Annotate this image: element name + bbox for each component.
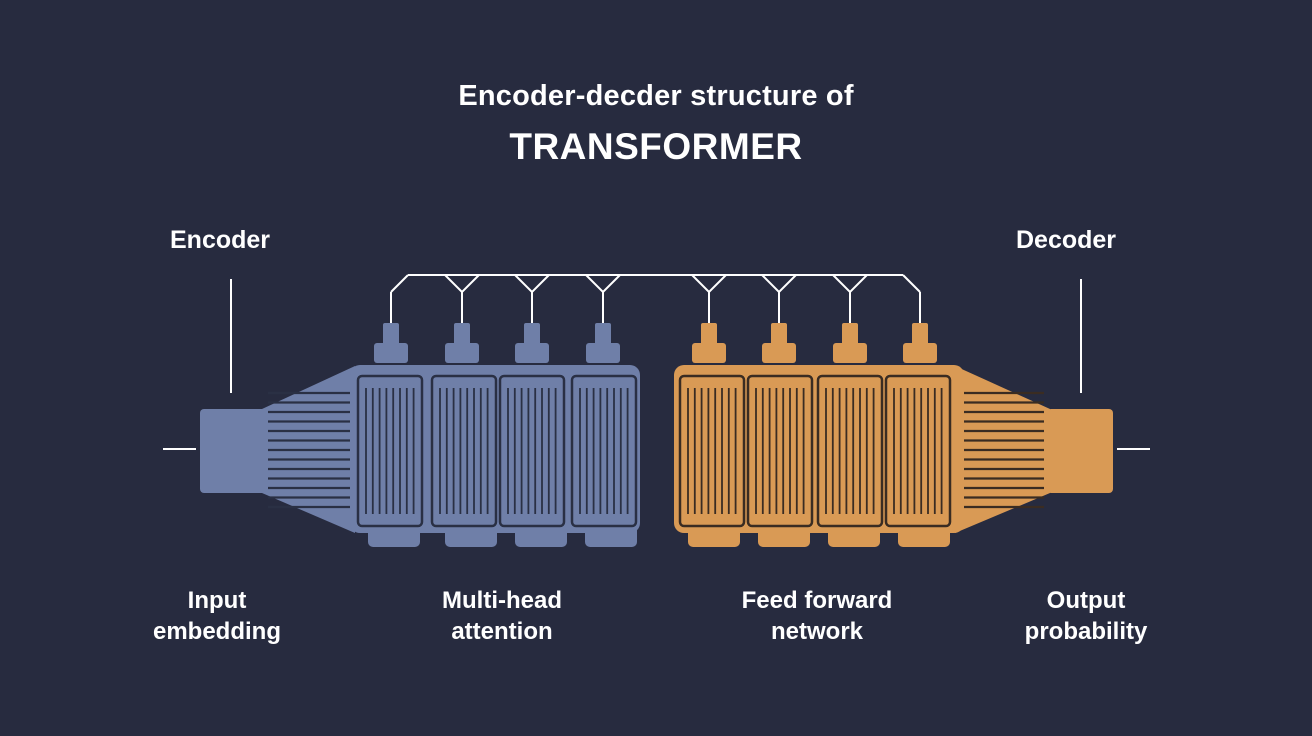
decoder-pin-base-3 (833, 343, 867, 363)
encoder-label: Encoder (170, 226, 271, 254)
decoder-module-1 (678, 374, 746, 528)
decoder-foot-2 (758, 525, 810, 547)
feed-forward-network-line2: network (770, 618, 863, 645)
decoder-port-box (1047, 409, 1113, 493)
decoder-connector-1-fork (691, 274, 727, 294)
encoder-pin-base-2 (445, 343, 479, 363)
encoder-pin-top-3 (524, 323, 540, 345)
decoder-foot-4 (898, 525, 950, 547)
decoder-foot-1 (688, 525, 740, 547)
decoder-connector-4-fork (902, 274, 921, 293)
encoder-pin-top-1 (383, 323, 399, 345)
decoder-pin-top-3 (842, 323, 858, 345)
encoder-pin-base-4 (586, 343, 620, 363)
decoder-label: Decoder (1016, 226, 1117, 254)
encoder-foot-3 (515, 525, 567, 547)
encoder-connector-1-fork (390, 274, 409, 293)
multi-head-attention-line2: attention (451, 618, 553, 645)
multi-head-attention-line1: Multi-head (442, 587, 562, 614)
input-embedding-line2: embedding (152, 618, 281, 645)
decoder-module-3 (816, 374, 884, 528)
decoder-pin-base-2 (762, 343, 796, 363)
output-probability-label: Output probability (966, 585, 1206, 647)
multi-head-attention-label: Multi-head attention (382, 585, 622, 647)
encoder-foot-2 (445, 525, 497, 547)
output-probability-line1: Output (1046, 587, 1126, 614)
encoder-module-3 (498, 374, 566, 528)
encoder-module-2 (430, 374, 498, 528)
title-line-1: Encoder-decder structure of (458, 80, 854, 112)
output-probability-line2: probability (1024, 618, 1148, 645)
decoder-module-4 (884, 374, 952, 528)
decoder-block (674, 323, 1113, 547)
decoder-foot-3 (828, 525, 880, 547)
encoder-connector-3-fork (514, 274, 550, 294)
encoder-foot-1 (368, 525, 420, 547)
encoder-module-4 (570, 374, 638, 528)
feed-forward-network-line1: Feed forward (741, 587, 893, 614)
input-embedding-line1: Input (187, 587, 247, 614)
encoder-pin-base-3 (515, 343, 549, 363)
encoder-pin-top-2 (454, 323, 470, 345)
connector-lines (163, 274, 1150, 450)
encoder-foot-4 (585, 525, 637, 547)
decoder-pin-top-4 (912, 323, 928, 345)
decoder-connector-3-fork (832, 274, 868, 294)
decoder-pin-top-1 (701, 323, 717, 345)
decoder-module-2 (746, 374, 814, 528)
input-embedding-label: Input embedding (97, 585, 337, 647)
decoder-pin-top-2 (771, 323, 787, 345)
encoder-connector-2-fork (444, 274, 480, 294)
encoder-pin-base-1 (374, 343, 408, 363)
decoder-pin-base-4 (903, 343, 937, 363)
encoder-pin-top-4 (595, 323, 611, 345)
encoder-port-box (200, 409, 266, 493)
encoder-module-1 (356, 374, 424, 528)
title-line-2: TRANSFORMER (509, 126, 803, 167)
encoder-block (200, 323, 640, 547)
decoder-pin-base-1 (692, 343, 726, 363)
decoder-connector-2-fork (761, 274, 797, 294)
feed-forward-network-label: Feed forward network (697, 585, 937, 647)
encoder-connector-4-fork (585, 274, 621, 294)
